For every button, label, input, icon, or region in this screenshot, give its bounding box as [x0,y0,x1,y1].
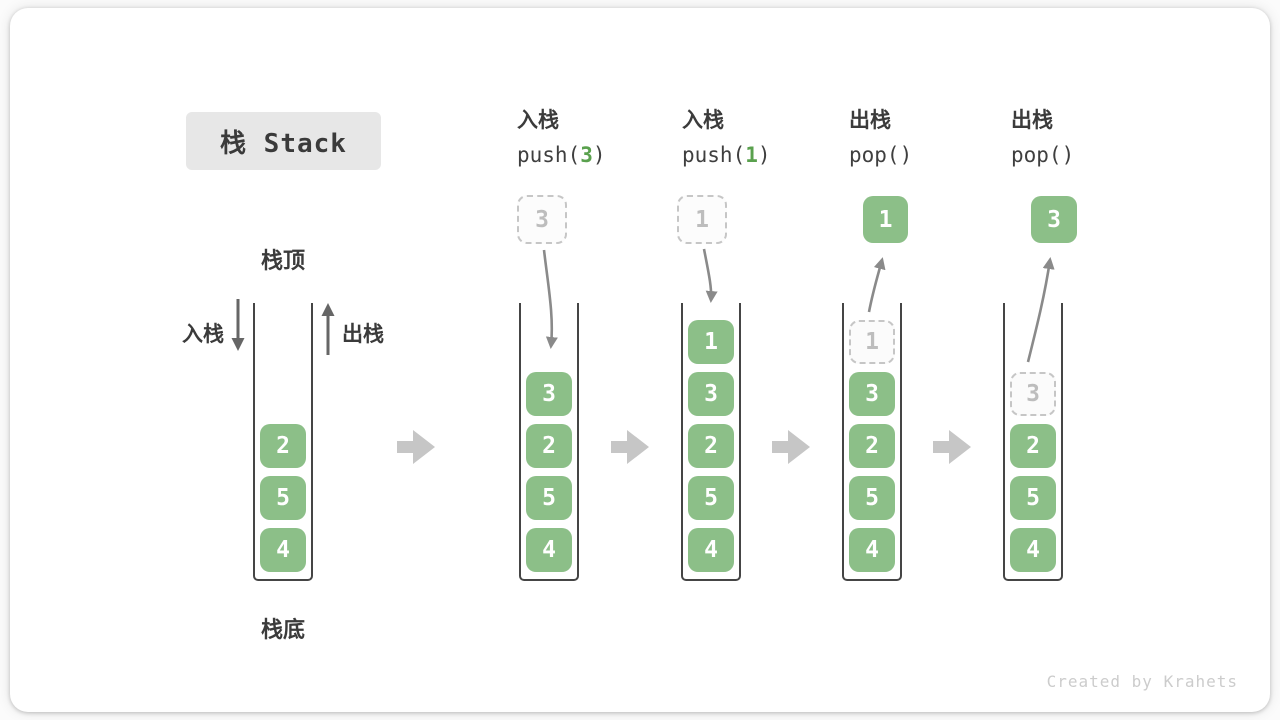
stack-bottom-label: 栈底 [260,617,305,642]
operation-header-push1: 入栈 push(1) [682,104,842,167]
stack-item: 3 [849,372,895,416]
code-arg: 3 [580,143,593,167]
stack-container-5: 3 2 5 4 [1003,303,1063,581]
stack-item: 5 [260,476,306,520]
stack-item: 3 [526,372,572,416]
stack-item: 4 [260,528,306,572]
code-text: pop() [849,143,913,167]
operation-code: pop() [849,143,1009,167]
stack-item: 4 [526,528,572,572]
operation-header-pop1: 出栈 pop() [849,104,1009,167]
stack-container-4: 1 3 2 5 4 [842,303,902,581]
stack-item: 5 [688,476,734,520]
stack-item-ghost: 3 [1010,372,1056,416]
stack-item: 5 [849,476,895,520]
operation-label: 入栈 [517,109,559,132]
stack-item: 2 [849,424,895,468]
code-text: push( [517,143,581,167]
operation-label: 出栈 [1011,109,1053,132]
flow-arrow-icon [772,430,810,464]
operation-code: push(1) [682,143,842,167]
pushed-value-box: 1 [677,195,727,244]
stack-item: 1 [688,320,734,364]
stack-item: 2 [688,424,734,468]
flow-arrow-icon [933,430,971,464]
operation-label: 出栈 [849,109,891,132]
title-badge: 栈 Stack [186,112,381,170]
watermark: Created by Krahets [1046,672,1238,691]
stack-item: 4 [688,528,734,572]
stack-item: 4 [849,528,895,572]
stack-item: 5 [526,476,572,520]
stack-item: 5 [1010,476,1056,520]
pushed-value-box: 3 [517,195,567,244]
stack-item: 2 [260,424,306,468]
stack-item: 2 [526,424,572,468]
code-text: ) [757,143,771,167]
popped-value-box: 1 [863,196,908,243]
code-text: push( [682,143,746,167]
popped-value-box: 3 [1031,196,1077,243]
flow-arrow-icon [611,430,649,464]
stack-container-2: 3 2 5 4 [519,303,579,581]
operation-header-pop3: 出栈 pop() [1011,104,1171,167]
stack-item: 2 [1010,424,1056,468]
operation-header-push3: 入栈 push(3) [517,104,677,167]
code-text: ) [592,143,606,167]
code-arg: 1 [745,143,758,167]
stack-item-ghost: 1 [849,320,895,364]
push-label: 入栈 [182,323,224,346]
stack-item: 3 [688,372,734,416]
pop-label: 出栈 [342,323,384,346]
operation-code: pop() [1011,143,1171,167]
stack-container-1: 2 5 4 [253,303,313,581]
stack-item: 4 [1010,528,1056,572]
operation-label: 入栈 [682,109,724,132]
stack-container-3: 1 3 2 5 4 [681,303,741,581]
code-text: pop() [1011,143,1075,167]
operation-code: push(3) [517,143,677,167]
stack-top-label: 栈顶 [260,248,305,273]
flow-arrow-icon [397,430,435,464]
